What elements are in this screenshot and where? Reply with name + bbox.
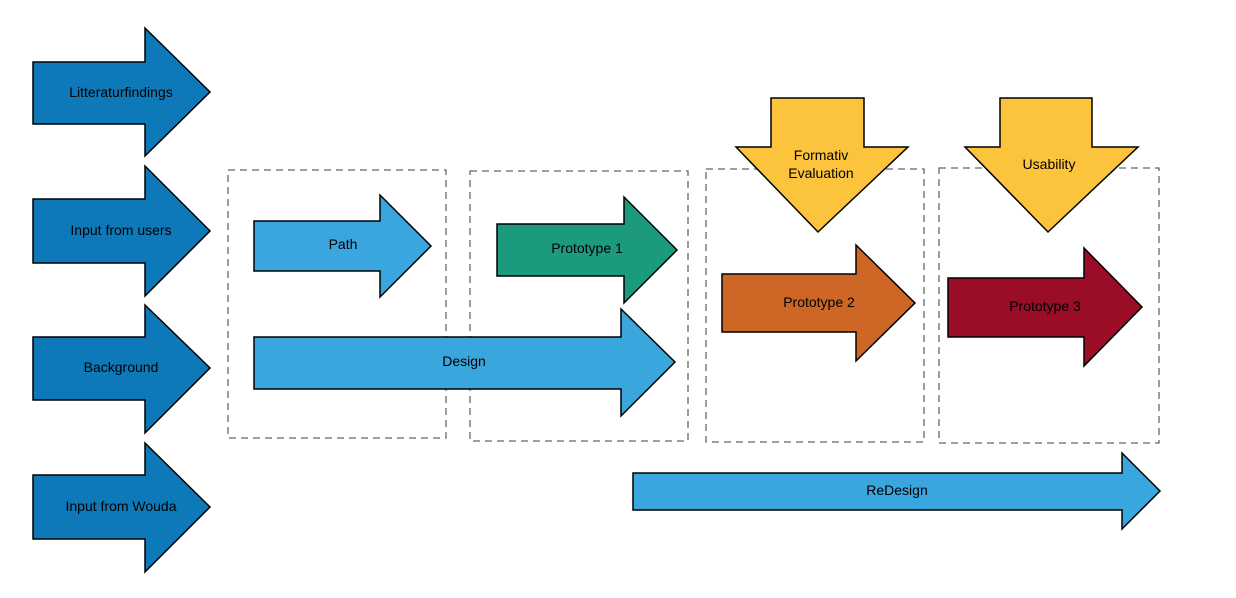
input-label-users: Input from users bbox=[70, 222, 171, 238]
prototype-3-arrow bbox=[947, 246, 1144, 368]
design-arrow bbox=[253, 307, 677, 418]
usability-label: Usability bbox=[1023, 156, 1076, 172]
prototype-2-arrow bbox=[721, 243, 917, 363]
input-arrow-background bbox=[32, 303, 212, 435]
prototype-1-arrow bbox=[496, 195, 679, 305]
path-label: Path bbox=[329, 236, 358, 252]
design-label: Design bbox=[442, 353, 486, 369]
input-arrow-users bbox=[32, 164, 212, 298]
prototype-3-label: Prototype 3 bbox=[1009, 298, 1081, 314]
prototype-2-label: Prototype 2 bbox=[783, 294, 855, 310]
stage-box-1 bbox=[227, 169, 447, 439]
input-label-wouda: Input from Wouda bbox=[65, 498, 176, 514]
input-arrow-litteraturfindings bbox=[32, 26, 212, 158]
formative-evaluation-label-line2: Evaluation bbox=[788, 165, 853, 181]
stage-box-2 bbox=[469, 170, 689, 442]
redesign-label: ReDesign bbox=[866, 482, 927, 498]
formative-evaluation-label-line1: Formativ bbox=[794, 147, 848, 163]
redesign-arrow bbox=[632, 451, 1162, 531]
input-label-background: Background bbox=[84, 359, 159, 375]
usability-arrow bbox=[963, 97, 1140, 234]
formative-evaluation-arrow bbox=[734, 97, 910, 234]
prototype-1-label: Prototype 1 bbox=[551, 240, 623, 256]
input-label-litteraturfindings: Litteraturfindings bbox=[69, 84, 173, 100]
input-arrow-wouda bbox=[32, 441, 212, 574]
path-arrow bbox=[253, 193, 433, 299]
